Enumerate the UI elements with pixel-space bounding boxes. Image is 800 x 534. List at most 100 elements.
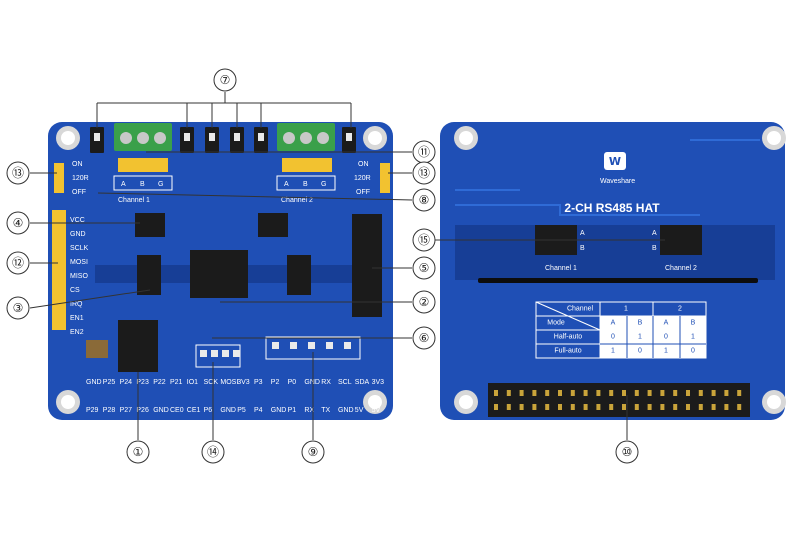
header-pin [494, 390, 498, 396]
header-pin [558, 404, 562, 410]
callout-11: ⑪ [418, 145, 430, 159]
svg-text:0: 0 [638, 348, 642, 355]
svg-text:IRQ: IRQ [70, 301, 83, 308]
waveshare-logo-icon: W [604, 152, 626, 170]
svg-text:SCLK: SCLK [70, 245, 89, 252]
terminal-block-ch1 [114, 123, 172, 151]
svg-text:EN1: EN1 [70, 315, 84, 322]
gpio-label: GND [271, 407, 287, 414]
rs485-transceiver-2 [258, 213, 288, 237]
callout-7: ⑦ [220, 73, 231, 87]
switch-area [455, 225, 775, 280]
gpio-label: GND [304, 379, 320, 386]
header-pin [558, 390, 562, 396]
switch-pos-b: B [580, 245, 585, 252]
header-pin [686, 404, 690, 410]
header-pin [545, 404, 550, 410]
gpio-label: CE0 [170, 407, 184, 414]
svg-text:1: 1 [638, 334, 642, 341]
gpio-label: CE1 [187, 407, 201, 414]
svg-text:B: B [638, 320, 643, 327]
gpio-label: RX [304, 407, 314, 414]
header-pin [506, 404, 511, 410]
gpio-label: MOSI [220, 379, 238, 386]
gpio-label: IO1 [187, 379, 198, 386]
header-pin [698, 390, 703, 396]
mounting-hole-icon [56, 126, 387, 414]
header-pin [724, 404, 729, 410]
isolator-1 [137, 255, 161, 295]
callout-lines [29, 92, 665, 440]
header-pin [724, 390, 729, 396]
callout-4: ④ [13, 216, 24, 230]
gpio-label: P21 [170, 379, 183, 386]
header-pin [519, 390, 524, 396]
table-header-channel: Channel [567, 306, 594, 313]
header-pin [673, 404, 678, 410]
switch-pos-a-2: A [652, 230, 657, 237]
terminal-block-ch2 [277, 123, 335, 151]
gpio-label: P0 [288, 379, 297, 386]
header-pin [647, 390, 652, 396]
terminal-label-g-2: G [321, 181, 326, 188]
header-pin [532, 404, 537, 410]
header-pin [583, 390, 588, 396]
header-pin [634, 390, 639, 396]
indicator-leds [195, 336, 361, 368]
sc16is752-chip [190, 250, 248, 298]
header-pin [711, 404, 716, 410]
gpio-label: P6 [204, 407, 213, 414]
callout-10: ⑩ [622, 445, 633, 459]
header-pin [622, 390, 626, 396]
gpio-label: P23 [136, 379, 149, 386]
control-pin-header [52, 210, 66, 330]
callout-13-right: ⑬ [418, 166, 430, 180]
terminal-label-a-2: A [284, 181, 289, 188]
header-pin [737, 404, 742, 410]
jumper-header-ch2 [282, 158, 332, 172]
isolator-2 [287, 255, 311, 295]
control-pin-labels: VCC GND SCLK MOSI MISO CS IRQ EN1 EN2 [70, 217, 89, 336]
gpio-label: SDA [355, 379, 370, 386]
header-pin [660, 390, 665, 396]
gpio-label: P28 [103, 407, 116, 414]
gpio-label: GND [220, 407, 236, 414]
svg-text:VCC: VCC [70, 217, 85, 224]
callouts: ⑦ ⑪ ⑬ ⑬ ⑧ ④ ⑮ ⑫ ⑤ ③ ② ⑥ ① ⑭ ⑨ ⑩ [6, 68, 639, 464]
callout-13-left: ⑬ [12, 166, 24, 180]
callout-3: ③ [13, 301, 24, 315]
gpio-label: SCK [204, 379, 219, 386]
header-pin [506, 390, 511, 396]
jumper-header-ch1 [118, 158, 168, 172]
pin-header-40 [488, 383, 750, 417]
header-pin [570, 390, 575, 396]
channel-2-label: Channel 2 [281, 197, 313, 204]
gpio-label: P26 [136, 407, 149, 414]
terminal-label-a: A [121, 181, 126, 188]
svg-text:A: A [611, 320, 616, 327]
callout-6: ⑥ [419, 331, 430, 345]
svg-text:0: 0 [611, 334, 615, 341]
header-pin [634, 404, 639, 410]
gpio-label: P2 [271, 379, 280, 386]
rs485-transceiver-1 [135, 213, 165, 237]
gpio-label: P22 [153, 379, 166, 386]
callout-9: ⑨ [308, 445, 319, 459]
callout-8: ⑧ [419, 193, 430, 207]
callout-12: ⑫ [12, 256, 24, 270]
gpio-label: P3 [254, 379, 263, 386]
table-mode-label: Mode [547, 320, 565, 327]
header-pin [647, 404, 652, 410]
table-header-ch2: 2 [678, 306, 682, 313]
svg-text:A: A [664, 320, 669, 327]
header-pin [532, 390, 537, 396]
mode-switch-ch2 [660, 225, 702, 255]
svg-text:B: B [691, 320, 696, 327]
svg-text:GND: GND [70, 231, 86, 238]
crystal-oscillator [86, 340, 108, 358]
header-pin [583, 404, 588, 410]
svg-text:0: 0 [664, 334, 668, 341]
switch-channel-2-label: Channel 2 [665, 265, 697, 272]
